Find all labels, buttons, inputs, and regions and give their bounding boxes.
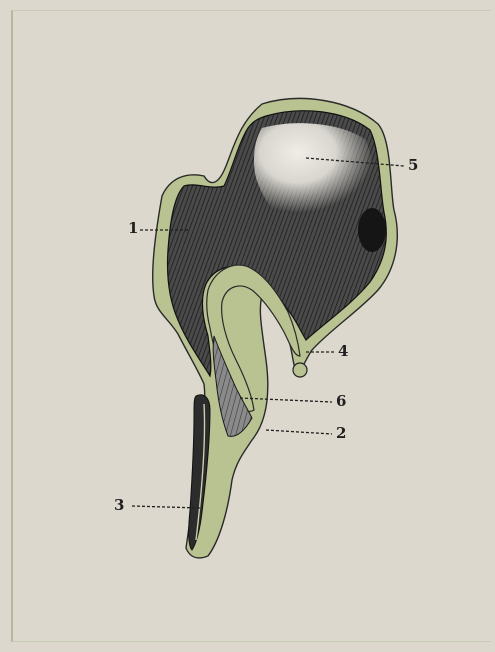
label-1: 1: [128, 219, 138, 237]
label-6: 6: [336, 392, 346, 410]
label-4: 4: [338, 342, 348, 360]
knob-structure: [293, 363, 307, 377]
leader-line-2: [266, 430, 332, 434]
right-opening: [358, 208, 386, 252]
label-2: 2: [336, 424, 346, 442]
label-3: 3: [114, 496, 124, 514]
label-5: 5: [408, 156, 418, 174]
